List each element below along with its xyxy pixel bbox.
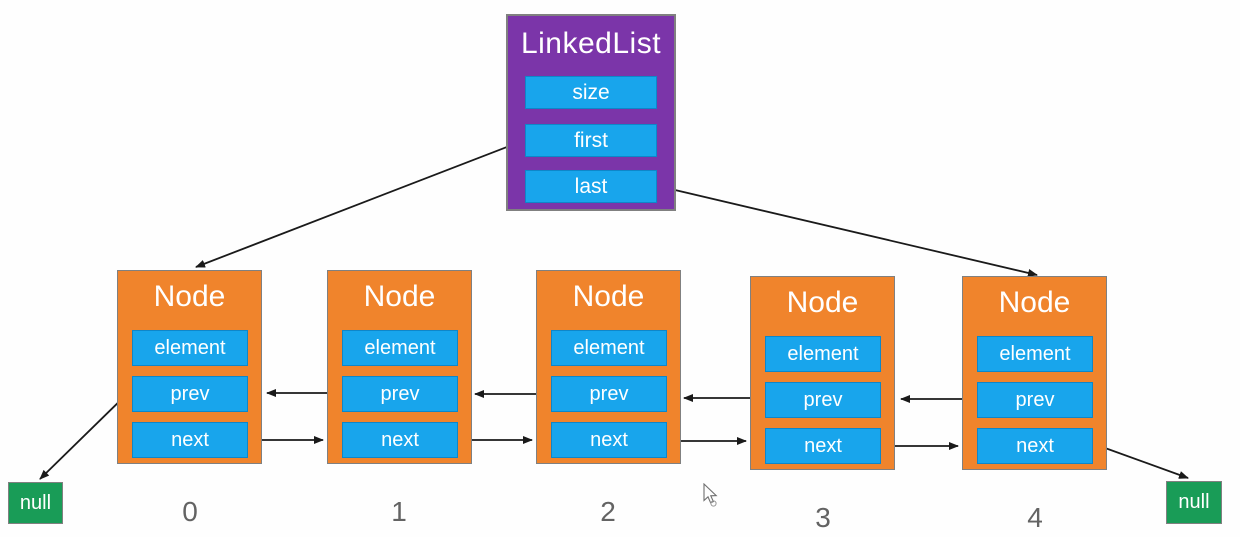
node3-field-next: next [765,428,881,464]
node1-field-element: element [342,330,458,366]
node-title: Node [363,280,436,313]
node0-field-element: element [132,330,248,366]
node-title: Node [786,286,859,319]
mouse-cursor-icon [703,483,718,507]
node-title: Node [153,280,226,313]
linkedlist-field-first: first [525,124,657,157]
node-box-4: Node element prev next [962,276,1107,470]
node3-field-element: element [765,336,881,372]
node4-field-element: element [977,336,1093,372]
node0-field-prev: prev [132,376,248,412]
arrow-first-to-node0 [195,139,526,268]
node-box-2: Node element prev next [536,270,681,464]
node-index-4: 4 [1027,502,1043,533]
node-index-3: 3 [815,502,831,533]
node-box-1: Node element prev next [327,270,472,464]
linkedlist-title: LinkedList [520,27,662,60]
linkedlist-field-last: last [525,170,657,203]
node3-field-prev: prev [765,382,881,418]
node-index-1: 1 [391,496,407,527]
linkedlist-box: LinkedList size first last [506,14,676,211]
linkedlist-field-size: size [525,76,657,109]
node2-field-element: element [551,330,667,366]
node-index-2: 2 [600,496,616,527]
node2-field-next: next [551,422,667,458]
node-title: Node [998,286,1071,319]
node-box-0: Node element prev next [117,270,262,464]
node-box-3: Node element prev next [750,276,895,470]
arrow-node4-next-to-null [1093,443,1189,479]
node0-field-next: next [132,422,248,458]
node1-field-next: next [342,422,458,458]
arrow-last-to-node4 [657,185,1038,277]
node4-field-next: next [977,428,1093,464]
node-title: Node [572,280,645,313]
node-index-0: 0 [182,496,198,527]
node1-field-prev: prev [342,376,458,412]
null-box-left: null [8,482,63,524]
node4-field-prev: prev [977,382,1093,418]
null-box-right: null [1166,481,1222,524]
node2-field-prev: prev [551,376,667,412]
